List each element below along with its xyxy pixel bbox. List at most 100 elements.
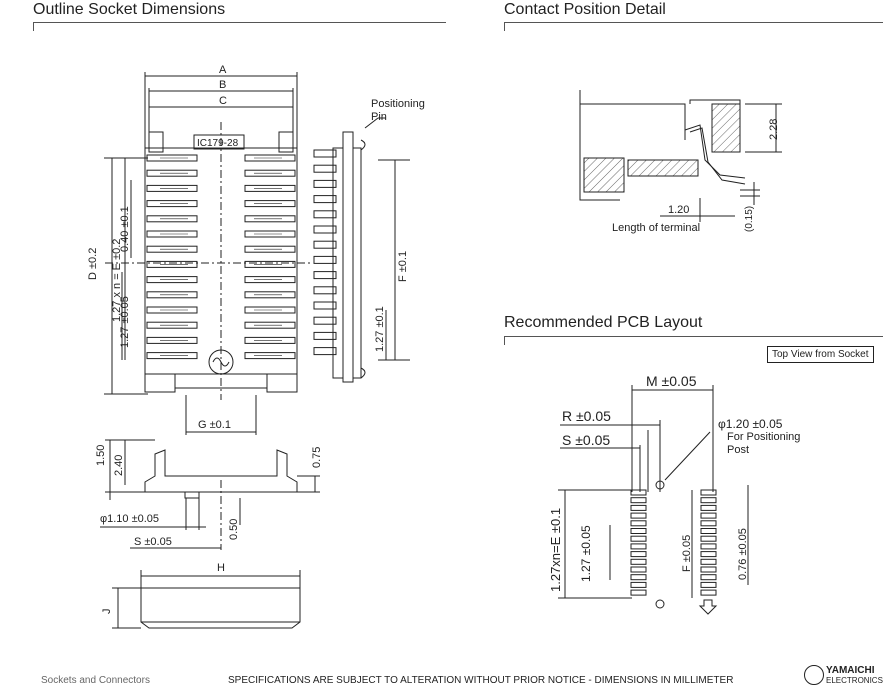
pcb-pad-right: [700, 520, 717, 527]
contact-right: [244, 200, 296, 208]
side-contact: [313, 271, 337, 280]
socket-top-view: [104, 72, 310, 435]
dim-s2: S ±0.05: [562, 432, 610, 448]
positioning-pin-label: Positioning Pin: [371, 98, 425, 123]
footer-category: Sockets and Connectors: [41, 675, 150, 686]
pcb-pad-left: [630, 504, 647, 511]
dim-f2: F ±0.05: [681, 535, 693, 572]
contact-right: [244, 321, 296, 329]
contact-right: [244, 230, 296, 238]
outline-section-title: Outline Socket Dimensions: [33, 1, 226, 18]
contact-right: [244, 306, 296, 314]
pcb-pad-right: [700, 589, 717, 596]
side-contact: [313, 331, 337, 340]
dim-r: R ±0.05: [562, 408, 611, 424]
pcb-pad-right: [700, 528, 717, 534]
contact-right: [244, 215, 296, 223]
side-contact: [313, 164, 337, 173]
contact-right: [244, 184, 296, 192]
dim-pitch-pcb: 1.27 ±0.05: [579, 525, 593, 582]
dim-015: (0.15): [744, 206, 755, 232]
contact-detail-view: [579, 90, 782, 222]
contact-left: [146, 306, 198, 314]
socket-side-view: [332, 117, 410, 383]
for-positioning-post-label: For Positioning Post: [727, 431, 801, 456]
contact-right: [244, 336, 296, 344]
contact-left: [146, 321, 198, 329]
contact-left: [146, 291, 198, 299]
contact-left: [146, 230, 198, 238]
contact-title-rule: [504, 22, 883, 31]
side-contacts: [313, 149, 337, 356]
side-contact: [313, 179, 337, 188]
side-contact: [313, 210, 337, 219]
dim-d: D ±0.2: [87, 248, 99, 280]
part-marking: IC179-28: [197, 138, 239, 149]
dim-h050: 0.50: [228, 519, 240, 540]
contact-left: [146, 276, 198, 284]
length-of-terminal-label: Length of terminal: [612, 222, 701, 234]
dim-f: F ±0.1: [397, 251, 409, 282]
side-contact: [313, 316, 337, 325]
pcb-pad-left: [630, 535, 647, 542]
contact-left: [146, 336, 198, 344]
pcb-pad-right: [700, 535, 717, 542]
pcb-pad-right: [700, 497, 717, 504]
dim-a: A: [219, 64, 227, 76]
dim-h: H: [217, 562, 225, 574]
pcb-pad-right: [700, 551, 717, 558]
pcb-pad-left: [630, 566, 647, 573]
dim-076: 0.76 ±0.05: [737, 528, 749, 580]
outline-title-rule: [33, 22, 446, 31]
footer-notice: SPECIFICATIONS ARE SUBJECT TO ALTERATION…: [228, 675, 734, 686]
top-view-from-socket-label: Top View from Socket: [767, 346, 874, 363]
dim-pitch-127a: 1.27 ±0.05: [119, 296, 131, 348]
contact-right: [244, 169, 296, 177]
yamaichi-logo-icon: [804, 665, 824, 685]
side-contact: [313, 149, 337, 158]
pcb-pad-left: [630, 558, 647, 565]
side-contact: [313, 347, 337, 356]
pcb-pad-left: [630, 543, 647, 550]
pcb-pad-left: [630, 520, 647, 527]
pcb-pad-left: [630, 497, 647, 504]
contact-right: [244, 291, 296, 299]
contact-left: [146, 169, 198, 177]
dim-g: G ±0.1: [198, 419, 231, 431]
pcb-pad-right: [700, 504, 717, 511]
socket-contacts: [146, 154, 296, 360]
dim-e2: 1.27xn=E ±0.1: [548, 508, 563, 592]
contact-left: [146, 245, 198, 253]
dim-s: S ±0.05: [134, 536, 172, 548]
side-contact: [313, 240, 337, 249]
side-contact: [313, 301, 337, 310]
pcb-pad-right: [700, 581, 717, 588]
contact-right: [244, 245, 296, 253]
socket-front-view: [100, 439, 320, 550]
dim-h075: 0.75: [311, 447, 323, 468]
dim-120: 1.20: [668, 204, 689, 216]
pcb-pad-left: [630, 528, 647, 534]
side-contact: [313, 255, 337, 264]
pcb-pad-left: [630, 551, 647, 558]
dim-b: B: [219, 79, 226, 91]
pcb-section-title: Recommended PCB Layout: [504, 314, 703, 331]
pcb-pad-left: [630, 489, 647, 496]
dim-h150: 1.50: [95, 445, 107, 466]
contact-left: [146, 200, 198, 208]
socket-bottom-view: [112, 570, 301, 629]
pcb-pad-left: [630, 512, 647, 519]
pcb-title-rule: [504, 336, 883, 345]
contact-left: [146, 352, 198, 360]
side-contact: [313, 195, 337, 204]
contact-left: [146, 184, 198, 192]
dim-pitch-127b: 1.27 ±0.1: [374, 306, 386, 352]
dim-228: 2.28: [768, 119, 780, 140]
brand-subtitle: ELECTRONICS: [826, 676, 883, 685]
brand-name: YAMAICHI: [826, 665, 875, 676]
dim-e: 1.27 x n = E ±0.2: [111, 239, 123, 322]
pcb-pad-right: [700, 489, 717, 496]
pcb-pad-right: [700, 543, 717, 550]
side-contact: [313, 286, 337, 295]
dim-h240: 2.40: [113, 455, 125, 476]
